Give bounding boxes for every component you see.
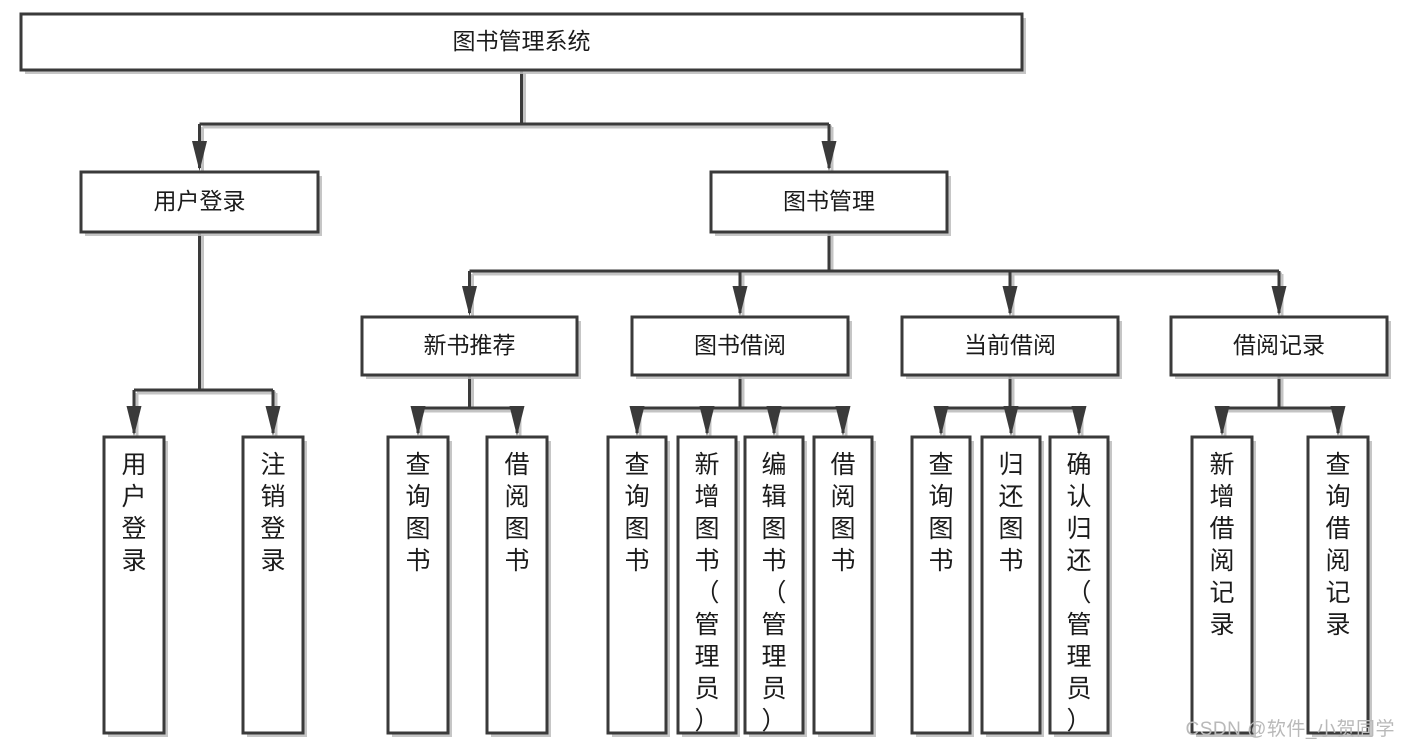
node-book-management[interactable]: 图书管理 (709, 170, 951, 236)
node-rect[interactable] (485, 435, 549, 735)
node-rect[interactable] (709, 170, 949, 234)
node-rect[interactable] (79, 170, 320, 234)
arrowhead-icon (1214, 406, 1230, 436)
node-label: 借阅图书 (830, 451, 855, 575)
node-leaf-add-book[interactable]: 新增图书（管理员） (676, 435, 740, 737)
arrowhead-icon (629, 406, 645, 436)
arrowhead-icon (1071, 406, 1087, 436)
node-leaf-borrow-book-bb[interactable]: 借阅图书 (812, 435, 876, 737)
node-rect[interactable] (606, 435, 668, 735)
node-label: 借阅图书 (504, 451, 529, 575)
node-borrow-record[interactable]: 借阅记录 (1169, 315, 1391, 379)
csdn-watermark: CSDN @软件_小贺同学 (1185, 719, 1395, 740)
node-rect[interactable] (1306, 435, 1370, 735)
node-label: 图书管理 (783, 188, 875, 214)
node-root[interactable]: 图书管理系统 (19, 12, 1026, 74)
node-label: 用户登录 (121, 451, 146, 575)
node-leaf-confirm-return[interactable]: 确认归还（管理员） (1048, 435, 1112, 737)
arrowhead-icon (192, 141, 207, 171)
node-label: 图书借阅 (694, 332, 786, 358)
arrowhead-icon (462, 286, 477, 316)
node-rect[interactable] (241, 435, 305, 735)
node-leaf-borrow-book-nbr[interactable]: 借阅图书 (485, 435, 551, 737)
node-label: 用户登录 (154, 188, 246, 214)
node-leaf-edit-book[interactable]: 编辑图书（管理员） (743, 435, 807, 737)
node-new-book-recommend[interactable]: 新书推荐 (360, 315, 581, 379)
node-leaf-query-book-nbr[interactable]: 查询图书 (386, 435, 452, 737)
node-boxes: 图书管理系统用户登录图书管理新书推荐图书借阅当前借阅借阅记录用户登录注销登录查询… (19, 12, 1391, 737)
node-rect[interactable] (19, 12, 1024, 72)
arrowhead-icon (1330, 406, 1346, 436)
arrowhead-icon (126, 406, 142, 436)
node-label: 查询图书 (405, 451, 430, 575)
node-label: 查询借阅记录 (1325, 451, 1350, 639)
node-rect[interactable] (743, 435, 805, 735)
arrowhead-icon (835, 406, 851, 436)
node-leaf-return-book[interactable]: 归还图书 (980, 435, 1044, 737)
node-label: 注销登录 (260, 451, 285, 575)
node-leaf-add-record[interactable]: 新增借阅记录 (1190, 435, 1256, 737)
node-label: 编辑图书（管理员） (761, 451, 786, 735)
node-label: 归还图书 (998, 451, 1023, 575)
node-rect[interactable] (812, 435, 874, 735)
node-label: 新增图书（管理员） (694, 451, 719, 735)
node-rect[interactable] (676, 435, 738, 735)
node-rect[interactable] (980, 435, 1042, 735)
arrowhead-icon (821, 141, 837, 171)
arrowhead-icon (410, 406, 426, 436)
arrowhead-icon (1003, 406, 1019, 436)
node-label: 当前借阅 (964, 332, 1056, 358)
node-label: 查询图书 (624, 451, 649, 575)
node-rect[interactable] (1190, 435, 1254, 735)
node-leaf-user-login[interactable]: 用户登录 (102, 435, 168, 737)
node-book-borrow[interactable]: 图书借阅 (630, 315, 852, 379)
node-rect[interactable] (910, 435, 972, 735)
arrowhead-icon (732, 286, 748, 316)
node-rect[interactable] (1048, 435, 1110, 735)
node-rect[interactable] (1169, 315, 1389, 377)
node-label: 借阅记录 (1233, 332, 1325, 358)
node-label: 查询图书 (928, 451, 953, 575)
node-rect[interactable] (386, 435, 450, 735)
node-current-borrow[interactable]: 当前借阅 (900, 315, 1122, 379)
arrowhead-icon (766, 406, 782, 436)
node-label: 新书推荐 (424, 332, 516, 358)
arrowhead-icon (1271, 286, 1287, 316)
node-label: 新增借阅记录 (1209, 451, 1234, 639)
node-label: 确认归还（管理员） (1066, 451, 1091, 735)
node-rect[interactable] (102, 435, 166, 735)
connector-edges (126, 70, 1346, 436)
node-leaf-query-book-cb[interactable]: 查询图书 (910, 435, 974, 737)
arrowhead-icon (1002, 286, 1018, 316)
arrowhead-icon (699, 406, 715, 436)
arrowhead-icon (265, 406, 281, 436)
arrowhead-icon (509, 406, 525, 436)
node-label: 图书管理系统 (453, 28, 591, 54)
arrowhead-icon (933, 406, 949, 436)
node-leaf-logout[interactable]: 注销登录 (241, 435, 307, 737)
node-user-login[interactable]: 用户登录 (79, 170, 322, 236)
node-rect[interactable] (900, 315, 1120, 377)
node-leaf-query-book-bb[interactable]: 查询图书 (606, 435, 670, 737)
node-leaf-query-record[interactable]: 查询借阅记录 (1306, 435, 1372, 737)
node-rect[interactable] (360, 315, 579, 377)
node-rect[interactable] (630, 315, 850, 377)
